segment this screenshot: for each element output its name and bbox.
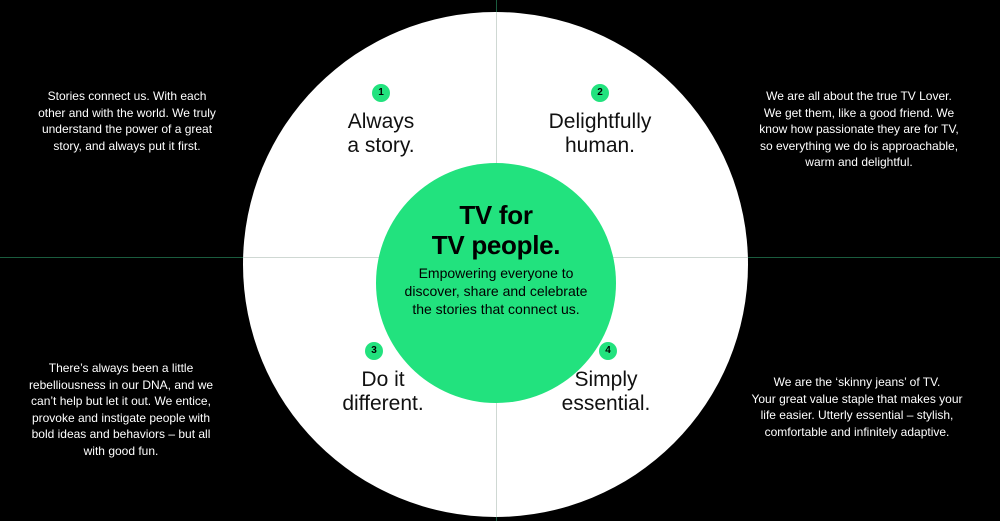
pillar-4-title: Simply essential. bbox=[526, 368, 686, 416]
pillar-2-title: Delightfully human. bbox=[520, 110, 680, 158]
pillar-1-title-line-1: Always bbox=[347, 110, 415, 133]
center-title-line-2: TV people. bbox=[431, 230, 561, 260]
pillar-3-number-badge: 3 bbox=[365, 342, 383, 360]
center-subtitle-line-1: Empowering everyone to bbox=[418, 265, 574, 281]
description-2-line-5: warm and delightful. bbox=[805, 155, 913, 169]
center-subtitle-line-2: discover, share and celebrate bbox=[404, 283, 588, 299]
description-4-line-4: comfortable and infinitely adaptive. bbox=[764, 424, 950, 439]
center-circle: TV for TV people. Empowering everyone to… bbox=[376, 163, 616, 403]
description-2-line-3: know how passionate they are for TV, bbox=[759, 122, 959, 136]
pillar-3-title-line-2: different. bbox=[342, 392, 424, 415]
description-3-line-4: provoke and instigate people with bbox=[31, 410, 211, 425]
description-3-line-5: bold ideas and behaviors – but all bbox=[31, 427, 211, 441]
center-title-line-1: TV for bbox=[459, 200, 533, 230]
description-4-line-2: Your great value staple that makes your bbox=[751, 391, 963, 406]
pillar-2-number-badge: 2 bbox=[591, 84, 609, 102]
description-1-line-3: understand the power of a great bbox=[41, 122, 213, 136]
center-subtitle: Empowering everyone to discover, share a… bbox=[394, 264, 598, 318]
pillar-2-title-line-2: human. bbox=[564, 134, 636, 157]
description-3: There’s always been a little rebelliousn… bbox=[6, 360, 236, 459]
description-1-line-2: other and with the world. We truly bbox=[38, 105, 216, 120]
description-2-line-4: so everything we do is approachable, bbox=[759, 138, 959, 153]
description-4-line-1: We are the ‘skinny jeans’ of TV. bbox=[773, 375, 941, 389]
description-4-line-3: life easier. Utterly essential – stylish… bbox=[760, 408, 954, 422]
description-4: We are the ‘skinny jeans’ of TV. Your gr… bbox=[742, 374, 972, 440]
description-1: Stories connect us. With each other and … bbox=[12, 88, 242, 154]
description-2-line-1: We are all about the true TV Lover. bbox=[766, 89, 952, 103]
center-title: TV for TV people. bbox=[376, 200, 616, 260]
pillar-1-number-badge: 1 bbox=[372, 84, 390, 102]
description-3-line-1: There’s always been a little bbox=[48, 361, 194, 375]
pillar-1-title: Always a story. bbox=[301, 110, 461, 158]
pillar-1-title-line-2: a story. bbox=[347, 134, 415, 157]
description-3-line-2: rebelliousness in our DNA, and we bbox=[28, 377, 214, 392]
pillar-4-title-line-2: essential. bbox=[561, 392, 651, 415]
description-2: We are all about the true TV Lover. We g… bbox=[744, 88, 974, 171]
center-subtitle-line-3: the stories that connect us. bbox=[412, 301, 580, 317]
description-1-line-1: Stories connect us. With each bbox=[47, 89, 207, 103]
pillar-2-title-line-1: Delightfully bbox=[548, 110, 652, 133]
pillar-3-title: Do it different. bbox=[303, 368, 463, 416]
pillar-4-number-badge: 4 bbox=[599, 342, 617, 360]
description-3-line-3: can’t help but let it out. We entice, bbox=[31, 394, 211, 408]
description-3-line-6: with good fun. bbox=[83, 443, 159, 458]
pillar-4-title-line-1: Simply bbox=[574, 368, 638, 391]
description-1-line-4: story, and always put it first. bbox=[53, 138, 201, 153]
pillar-3-title-line-1: Do it bbox=[361, 368, 405, 391]
description-2-line-2: We get them, like a good friend. We bbox=[763, 105, 955, 120]
